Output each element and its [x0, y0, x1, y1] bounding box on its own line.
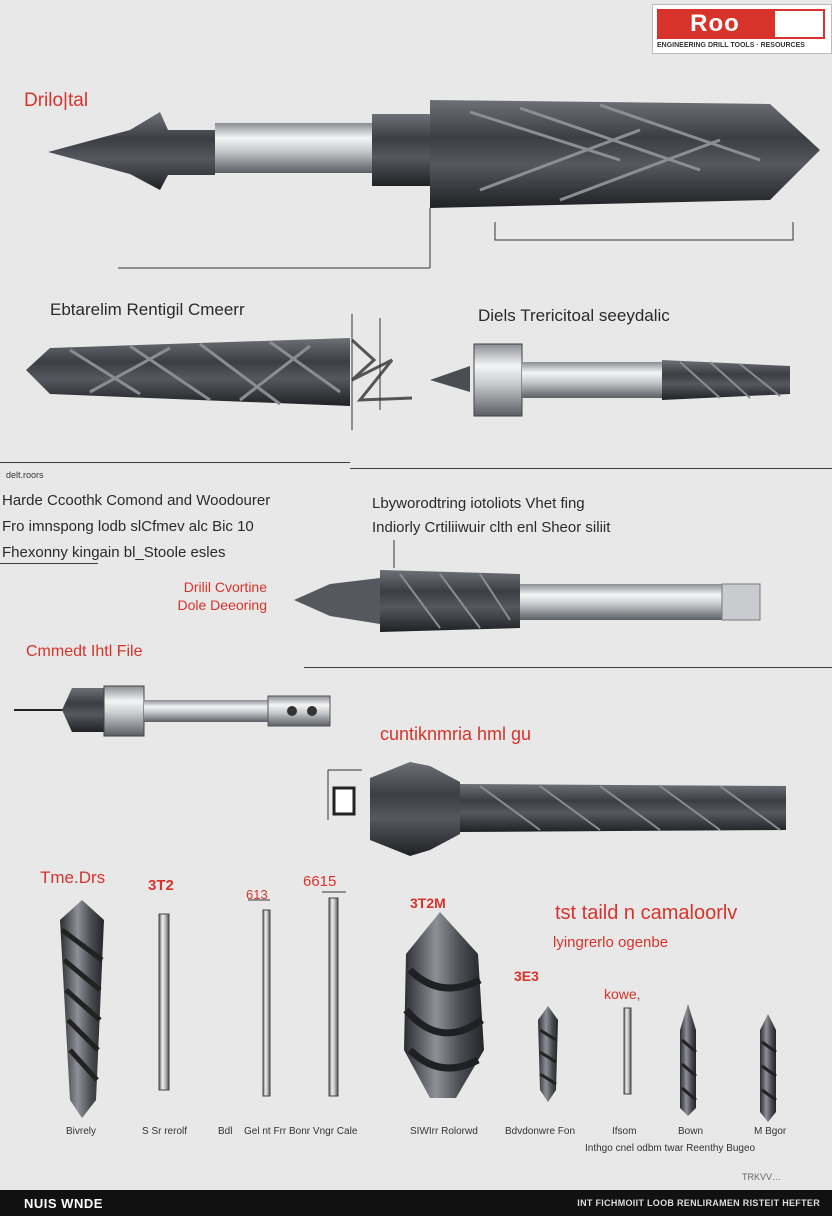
text-line: Lbyworodtring iotoliots Vhet fing — [372, 495, 585, 512]
title-lying: lyingrerlo ogenbe — [553, 934, 669, 951]
brand-logo: Roo ENGINEERING DRILL TOOLS · RESOURCES — [652, 4, 832, 54]
countersink-bit — [403, 912, 485, 1098]
divider-left — [0, 462, 350, 463]
bit-label: Bivrely — [66, 1126, 97, 1137]
text-line: Fhexonny kingain bl_Stoole esles — [2, 544, 226, 561]
title-tme-drs: Tme.Drs — [40, 868, 106, 887]
bit-label: M Bgor — [754, 1126, 787, 1137]
twist-bit-slim — [760, 1014, 777, 1122]
tiny-mark: TRKVV… — [742, 1172, 782, 1182]
title-extraction: Ebtarelim Rentigil Cmeerr — [50, 300, 245, 319]
text-line: Harde Ccoothk Comond and Woodourer — [2, 492, 271, 509]
footer-right: INT FICHMOIIT LOOB RENLIRAMEN RISTEIT HE… — [577, 1198, 820, 1208]
bit-label: Bdvdonwre Fon — [505, 1126, 576, 1137]
text-block-right: Lbyworodtring iotoliots Vhet fing Indior… — [372, 492, 610, 540]
text-line: Indiorly Crtiliiwuir clth enl Sheor sili… — [372, 519, 611, 536]
twist-bit — [60, 900, 104, 1118]
text-line: Fro imnspong lodb slCfmev alc Bic 10 — [2, 518, 254, 535]
logo-frame — [773, 9, 825, 39]
divider-right — [350, 468, 832, 469]
divider — [304, 667, 832, 668]
bit-label: SIWIrr Rolorwd — [410, 1126, 478, 1137]
rod — [328, 897, 339, 1097]
drill-bits-row — [60, 891, 777, 1122]
title-cmmedt: Cmmedt Ihtl File — [26, 643, 143, 660]
drill-illustration-main — [48, 100, 820, 269]
bit-label: Bown — [678, 1126, 704, 1137]
measure-label: 3T2 — [148, 877, 174, 894]
drill-illustration-overtine — [294, 540, 761, 632]
logo-wordmark: Roo — [657, 9, 773, 39]
measure-label: 3E3 — [514, 968, 539, 984]
title-digital: Drilo|tal — [24, 90, 89, 111]
bit-label: Bdl — [218, 1126, 233, 1137]
drill-illustration-right — [430, 343, 790, 417]
measure-label: 6615 — [303, 873, 337, 890]
footer-bar: NUIS WNDE INT FICHMOIIT LOOB RENLIRAMEN … — [0, 1190, 832, 1216]
rod — [158, 913, 170, 1091]
measure-label: 613 — [246, 887, 268, 902]
drill-illustration-short — [14, 685, 331, 737]
text-line: Dole Deeoring — [177, 597, 268, 613]
measure-label: 3T2M — [410, 895, 446, 911]
logo-subtitle: ENGINEERING DRILL TOOLS · RESOURCES — [657, 42, 805, 49]
text-line: Drilil Cvortine — [183, 579, 267, 595]
drill-illustration-left — [26, 314, 413, 430]
text-block-left: Harde Ccoothk Comond and Woodourer Fro i… — [2, 488, 270, 566]
twist-bit-slim — [680, 1004, 697, 1116]
rod — [262, 909, 271, 1097]
title-diels: Diels Trericitoal seeydalic — [478, 306, 670, 325]
rod — [623, 1007, 632, 1095]
twist-bit-small — [538, 1006, 558, 1102]
footer-left: NUIS WNDE — [24, 1196, 103, 1211]
bottom-note: Inthgo cnel odbm twar Reenthy Bugeo — [585, 1143, 756, 1154]
drill-illustration-tapered — [327, 762, 786, 856]
underline — [0, 563, 98, 564]
label-drill-overtine: Drilil Cvortine Dole Deeoring — [152, 578, 268, 614]
bit-label: Ifsom — [612, 1126, 637, 1137]
title-kowe: kowe, — [604, 986, 641, 1002]
bit-label: S Sr rerolf — [142, 1126, 188, 1137]
section-heading: delt.roors — [6, 470, 44, 480]
bit-label: Gel nt Frr Bonr Vngr Cale — [244, 1126, 358, 1137]
title-tst-taild: tst taild n camaloorlv — [555, 902, 738, 924]
title-cunticmria: cuntiknmria hml gu — [380, 724, 532, 744]
